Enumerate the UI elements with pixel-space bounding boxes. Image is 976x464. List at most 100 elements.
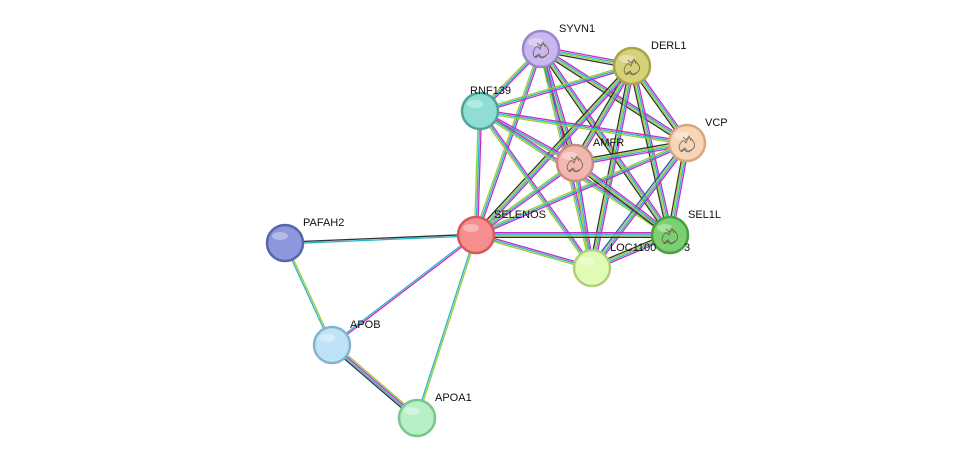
- edge-strand: [479, 111, 687, 146]
- node-label-suffix-loc: 3: [684, 242, 690, 254]
- edge-strand: [475, 110, 481, 236]
- node-highlight: [562, 152, 578, 160]
- node-highlight: [619, 55, 635, 63]
- node-highlight: [319, 334, 335, 342]
- edge-strand: [542, 48, 578, 163]
- edge-strand: [285, 235, 477, 245]
- node-highlight: [528, 38, 544, 46]
- edge-amfr-selenos: [474, 161, 577, 237]
- edge-strand: [476, 143, 688, 238]
- node-circle[interactable]: [397, 398, 437, 438]
- edge-selenos-apoa1: [415, 234, 478, 419]
- node-apoa1[interactable]: [397, 398, 437, 438]
- node-loc[interactable]: [572, 248, 612, 288]
- node-label-rnf139: RNF139: [470, 85, 511, 97]
- edge-rnf139-vcp: [479, 108, 688, 146]
- edge-strand: [415, 234, 476, 418]
- node-label-derl1: DERL1: [651, 40, 686, 52]
- node-circle[interactable]: [555, 143, 595, 183]
- edge-strand: [589, 141, 686, 267]
- edge-strand: [284, 233, 476, 243]
- node-circle[interactable]: [456, 215, 496, 255]
- edge-strand: [590, 142, 687, 268]
- edge-strand: [475, 235, 592, 271]
- node-highlight: [674, 132, 690, 140]
- edge-strand: [542, 47, 673, 235]
- node-circle[interactable]: [572, 248, 612, 288]
- node-label-pafah2: PAFAH2: [303, 217, 344, 229]
- edge-strand: [574, 163, 670, 237]
- edges-layer: [283, 46, 690, 421]
- edge-strand: [479, 65, 633, 112]
- edge-strand: [592, 143, 689, 269]
- protein-structure-icon: [623, 58, 641, 76]
- node-label-sel1l: SEL1L: [688, 209, 721, 221]
- node-label-apoa1: APOA1: [435, 392, 472, 404]
- edge-strand: [576, 160, 672, 234]
- node-highlight: [463, 224, 479, 232]
- edge-strand: [476, 163, 577, 237]
- node-vcp[interactable]: [667, 123, 707, 163]
- node-selenos[interactable]: [456, 215, 496, 255]
- edge-strand: [417, 235, 478, 419]
- node-sel1l[interactable]: [650, 215, 690, 255]
- edge-selenos-pafah2: [284, 233, 477, 245]
- edge-amfr-sel1l: [573, 160, 672, 238]
- edge-strand: [475, 142, 688, 236]
- node-circle[interactable]: [650, 215, 690, 255]
- edge-selenos-loc: [475, 232, 593, 271]
- protein-structure-icon: [678, 135, 696, 153]
- edge-strand: [479, 63, 632, 111]
- edge-strand: [539, 49, 670, 236]
- node-derl1[interactable]: [612, 46, 652, 86]
- node-circle[interactable]: [460, 91, 500, 131]
- edge-strand: [593, 144, 690, 270]
- node-circle[interactable]: [312, 325, 352, 365]
- edge-selenos-apob: [331, 233, 477, 347]
- node-label-syvn1: SYVN1: [559, 23, 595, 35]
- edge-strand: [474, 161, 575, 235]
- edge-syvn1-sel1l: [538, 47, 673, 237]
- edge-derl1-rnf139: [479, 63, 633, 114]
- edge-strand: [331, 233, 476, 345]
- edge-strand: [538, 49, 669, 237]
- node-pafah2[interactable]: [265, 223, 305, 263]
- node-label-loc: LOC1100: [610, 242, 656, 254]
- edge-strand: [332, 235, 477, 347]
- edge-strand: [476, 66, 634, 236]
- protein-structure-icon: [532, 41, 550, 59]
- edge-strand: [480, 66, 633, 114]
- edge-strand: [575, 161, 671, 235]
- edge-strand: [473, 110, 480, 235]
- node-label-vcp: VCP: [705, 117, 728, 129]
- node-rnf139[interactable]: [460, 91, 500, 131]
- edge-strand: [573, 164, 669, 238]
- node-circle[interactable]: [612, 46, 652, 86]
- node-circle[interactable]: [265, 223, 305, 263]
- edge-strand: [475, 48, 542, 236]
- node-label-selenos: SELENOS: [494, 209, 546, 221]
- protein-structure-icon: [566, 155, 584, 173]
- edge-strand: [480, 108, 688, 143]
- node-amfr[interactable]: [555, 143, 595, 183]
- node-label-apob: APOB: [350, 319, 381, 331]
- node-highlight: [657, 224, 673, 232]
- edge-strand: [541, 48, 672, 235]
- node-apob[interactable]: [312, 325, 352, 365]
- protein-structure-icon: [661, 227, 679, 245]
- edge-syvn1-selenos: [473, 48, 544, 236]
- edge-strand: [476, 49, 544, 236]
- node-circle[interactable]: [667, 123, 707, 163]
- edge-strand: [475, 162, 576, 236]
- node-circle[interactable]: [521, 29, 561, 69]
- node-syvn1[interactable]: [521, 29, 561, 69]
- node-highlight: [404, 407, 420, 415]
- edge-strand: [476, 111, 483, 236]
- edge-strand: [475, 234, 593, 269]
- node-highlight: [467, 100, 483, 108]
- edge-strand: [476, 232, 593, 268]
- edge-selenos-sel1l: [476, 231, 670, 239]
- node-label-amfr: AMFR: [593, 137, 624, 149]
